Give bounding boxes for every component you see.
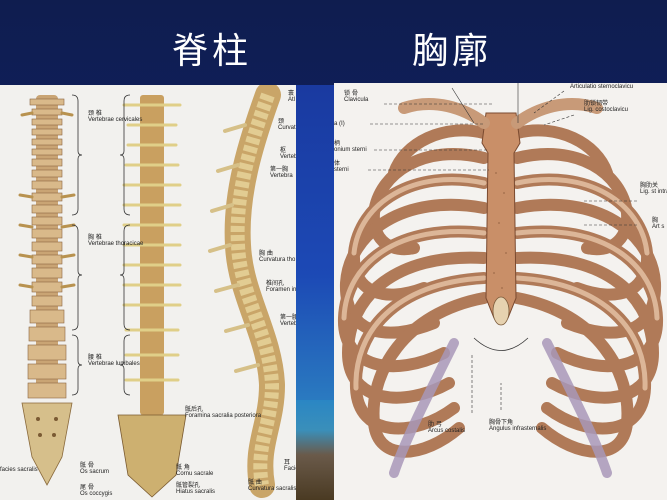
slide-title-thorax: 胸廓 [412, 31, 493, 72]
label-articulatio-sternoclavicularis: Articulatio sternoclavicu [570, 84, 634, 90]
slide-title-spine: 脊柱 [172, 31, 253, 72]
spine-lateral-view [208, 85, 286, 498]
label-facies-auricularis: 耳Facie [284, 459, 296, 473]
spine-posterior-view [117, 95, 187, 498]
rib-cage [337, 124, 664, 478]
xiphoid-process [492, 296, 510, 326]
thorax-drawing [337, 83, 664, 478]
spine-anterior-view [18, 95, 76, 486]
label-costa-1: a (Ⅰ) [334, 121, 345, 127]
sternum [481, 112, 521, 319]
decorative-landscape-strip [296, 400, 334, 500]
spine-drawing [18, 85, 286, 498]
decorative-blue-band [296, 85, 334, 400]
label-vertebra-prominens: 枢Vertebr [280, 147, 296, 161]
label-facies-sacralis: facies sacralis [0, 467, 38, 473]
